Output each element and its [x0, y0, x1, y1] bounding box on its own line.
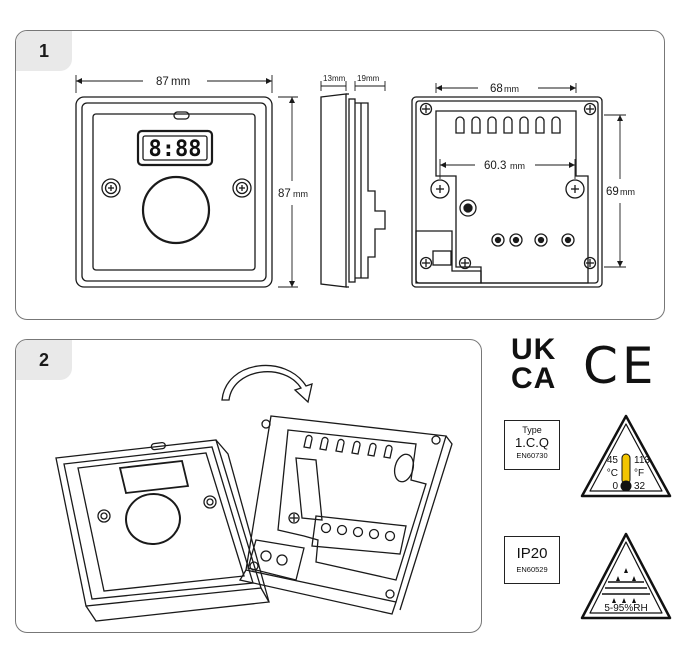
side-depth-a-unit: mm — [332, 74, 346, 83]
back-plate-drawing — [238, 415, 453, 615]
temperature-range-triangle: 45 °C 0 113 °F 32 — [580, 414, 672, 498]
thermometer-icon — [621, 453, 631, 485]
front-width-value: 87 — [156, 76, 169, 88]
panel-number-badge: 2 — [16, 340, 72, 380]
ukca-mark-top: UK — [511, 333, 557, 366]
rain-drops-icon — [602, 568, 650, 603]
temp-f-min: 32 — [634, 481, 646, 492]
ip-rating-value: IP20 — [516, 545, 548, 562]
back-inner-value: 60.3 — [484, 160, 506, 172]
type-box-standard: EN60730 — [516, 451, 548, 460]
front-height-value: 87 — [278, 188, 291, 200]
back-inner-unit: mm — [510, 161, 525, 171]
front-view-drawing — [75, 96, 273, 288]
front-height-unit: mm — [293, 189, 308, 199]
installation-drawing — [55, 364, 453, 622]
type-box-label: Type — [522, 425, 542, 435]
dimensions-panel: 1 — [15, 30, 665, 320]
back-height-value: 69 — [606, 186, 619, 198]
side-depth-a-value: 13 — [323, 74, 332, 83]
installation-panel: 2 — [15, 339, 482, 633]
ce-mark: CE — [583, 337, 658, 395]
temp-c-min: 0 — [612, 481, 618, 492]
display-digits: 8:88 — [149, 137, 202, 162]
ip-rating-box: IP20 EN60529 — [504, 536, 560, 584]
front-width-unit: mm — [171, 76, 190, 88]
ukca-mark-bottom: CA — [511, 362, 557, 395]
back-view-drawing — [411, 96, 603, 288]
side-depth-b-unit: mm — [366, 74, 380, 83]
type-rating-box: Type 1.C.Q EN60730 — [504, 420, 560, 470]
side-view-drawing — [320, 93, 386, 288]
temp-c-max: 45 — [607, 455, 619, 466]
flip-arrow-icon — [221, 364, 313, 404]
temp-c-unit: °C — [607, 468, 618, 479]
back-width-value: 68 — [490, 83, 503, 95]
temp-f-max: 113 — [634, 455, 650, 466]
temp-f-unit: °F — [634, 468, 644, 479]
back-width-unit: mm — [504, 84, 519, 94]
front-cover-drawing — [55, 439, 271, 622]
side-depth-b-value: 19 — [357, 74, 366, 83]
dimension-drawings: 8:88 87 mm 87 mm 13 mm 19 mm 68 mm 60.3 … — [75, 74, 635, 288]
ukca-mark: UK CA — [511, 335, 561, 397]
humidity-range-triangle: 5-95%RH — [580, 532, 672, 620]
ip-rating-standard: EN60529 — [516, 565, 548, 574]
humidity-range-label: 5-95%RH — [604, 603, 647, 614]
type-box-value: 1.C.Q — [515, 435, 549, 450]
panel-number-badge: 1 — [16, 31, 72, 71]
back-height-unit: mm — [620, 187, 635, 197]
